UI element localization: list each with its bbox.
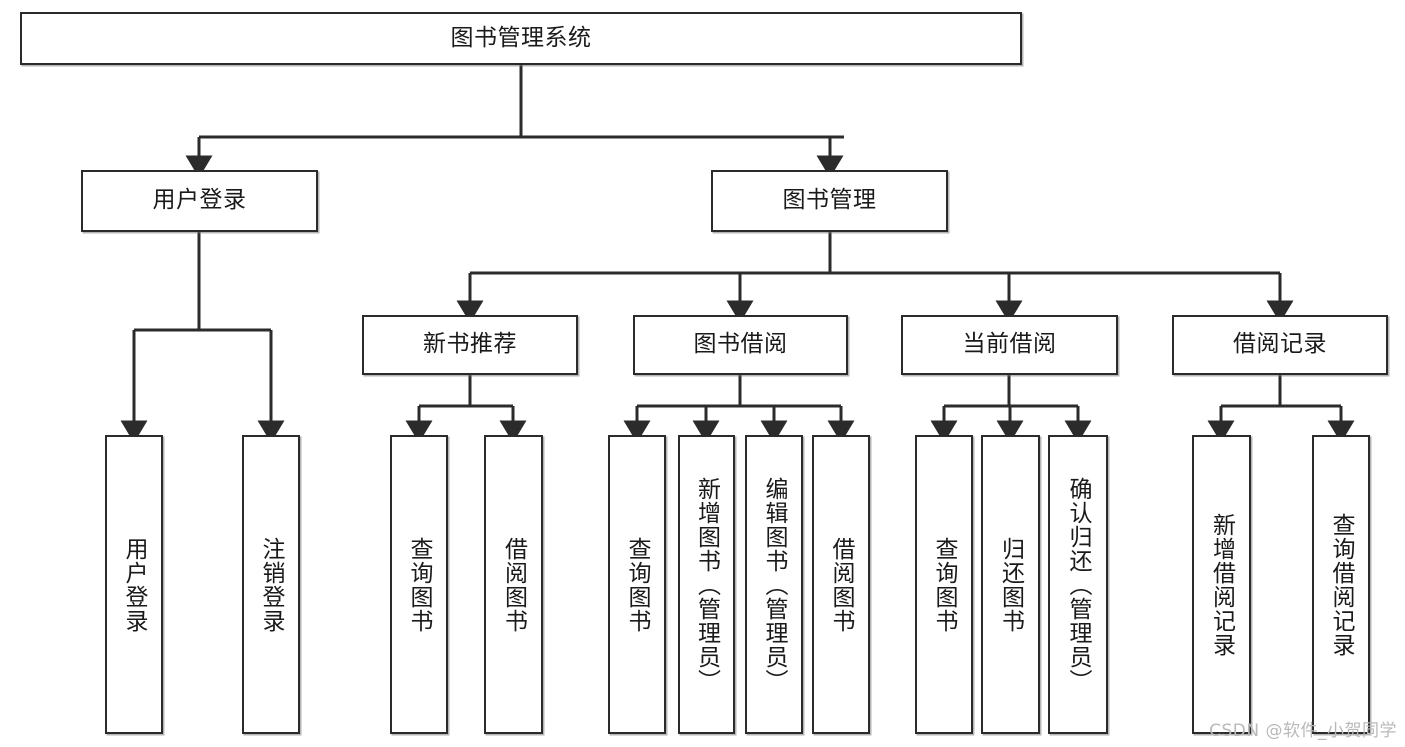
node-label: 图书管理 — [782, 187, 877, 214]
node-label: 注销登录 — [258, 536, 285, 633]
leaf-add-borrow-record[interactable]: 新增借阅记录 — [1192, 435, 1251, 734]
node-label: 当前借阅 — [962, 331, 1057, 358]
node-label: 查询图书 — [931, 536, 958, 633]
leaf-borrow-book-newbook[interactable]: 借阅图书 — [484, 435, 543, 734]
node-label: 新增借阅记录 — [1208, 512, 1235, 657]
leaf-user-login[interactable]: 用户登录 — [105, 435, 163, 734]
leaf-add-book-admin[interactable]: 新增图书（管理员） — [678, 435, 735, 734]
leaf-logout[interactable]: 注销登录 — [242, 435, 300, 734]
node-current-borrow[interactable]: 当前借阅 — [901, 315, 1118, 375]
leaf-query-book-newbook[interactable]: 查询图书 — [390, 435, 448, 734]
node-user-login[interactable]: 用户登录 — [81, 170, 318, 232]
leaf-query-book-borrow[interactable]: 查询图书 — [608, 435, 666, 734]
leaf-edit-book-admin[interactable]: 编辑图书（管理员） — [745, 435, 803, 734]
node-label: 归还图书 — [997, 536, 1024, 633]
node-label: 借阅图书 — [500, 536, 527, 633]
node-book-management[interactable]: 图书管理 — [711, 170, 948, 232]
node-label: 查询图书 — [406, 536, 433, 633]
node-label: 新增图书（管理员） — [693, 476, 720, 693]
node-label: 借阅记录 — [1233, 331, 1327, 358]
node-root-system[interactable]: 图书管理系统 — [20, 12, 1022, 65]
node-label: 用户登录 — [121, 536, 148, 633]
node-label: 编辑图书（管理员） — [761, 476, 788, 693]
leaf-confirm-return-admin[interactable]: 确认归还（管理员） — [1048, 435, 1108, 734]
leaf-query-borrow-record[interactable]: 查询借阅记录 — [1312, 435, 1370, 734]
node-label: 新书推荐 — [423, 331, 517, 358]
node-label: 用户登录 — [152, 187, 247, 214]
csdn-watermark: CSDN @软件_小贺同学 — [1209, 721, 1397, 741]
node-label: 查询图书 — [624, 536, 651, 633]
leaf-borrow-book[interactable]: 借阅图书 — [812, 435, 870, 734]
node-new-book-recommend[interactable]: 新书推荐 — [362, 315, 578, 375]
leaf-query-book-current[interactable]: 查询图书 — [915, 435, 973, 734]
node-label: 确认归还（管理员） — [1065, 476, 1092, 693]
node-book-borrow[interactable]: 图书借阅 — [633, 315, 848, 375]
node-label: 查询借阅记录 — [1328, 512, 1355, 657]
node-label: 图书借阅 — [693, 331, 788, 358]
leaf-return-book[interactable]: 归还图书 — [981, 435, 1040, 734]
node-borrow-record[interactable]: 借阅记录 — [1172, 315, 1388, 375]
node-label: 图书管理系统 — [450, 24, 592, 51]
node-label: 借阅图书 — [828, 536, 855, 633]
